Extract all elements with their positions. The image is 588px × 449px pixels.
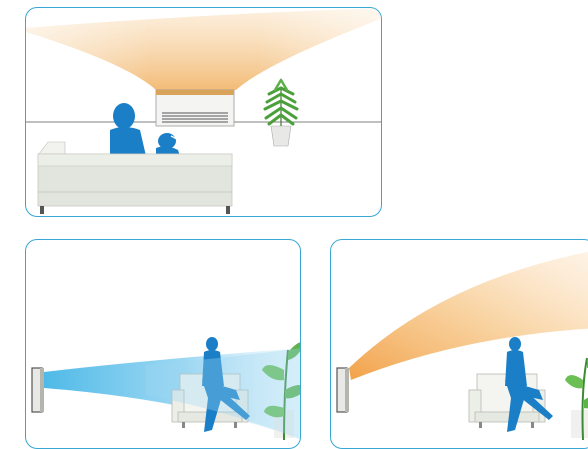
person-silhouette-icon bbox=[110, 103, 146, 156]
cool-airflow-scene bbox=[26, 240, 301, 449]
wall-air-conditioner-icon bbox=[32, 368, 44, 412]
ceiling-air-conditioner-icon bbox=[156, 90, 234, 126]
potted-plant-icon bbox=[265, 80, 297, 146]
child-silhouette-icon bbox=[156, 133, 181, 156]
cool-airflow-panel bbox=[25, 239, 301, 449]
ceiling-unit-panel bbox=[25, 7, 382, 217]
warm-upward-airflow-scene bbox=[331, 240, 588, 449]
ceiling-unit-scene bbox=[26, 8, 382, 217]
plant-icon bbox=[565, 350, 588, 440]
wall-air-conditioner-icon bbox=[337, 368, 349, 412]
warm-airflow bbox=[349, 250, 588, 380]
warm-upward-airflow-panel bbox=[330, 239, 588, 449]
